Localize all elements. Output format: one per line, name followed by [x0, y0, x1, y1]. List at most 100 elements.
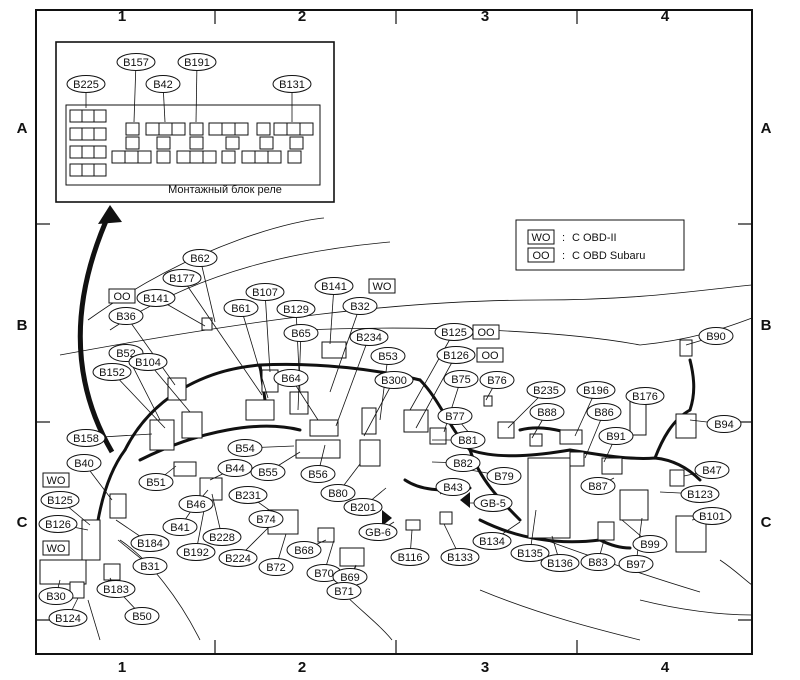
connector-label: B88 [537, 407, 557, 419]
connector-oval [116, 53, 156, 71]
connector-label: B54 [235, 443, 255, 455]
connector-oval [370, 347, 406, 365]
leader-line [195, 61, 198, 123]
col-label-top: 1 [118, 8, 126, 25]
connector-label: B65 [291, 328, 311, 340]
connector-label: B79 [494, 471, 514, 483]
connector-label: B192 [183, 547, 209, 559]
relay-connector-label: B131 [279, 79, 305, 91]
connector-oval [586, 403, 622, 421]
leader-line [329, 285, 335, 345]
connector-oval [138, 473, 174, 491]
connector-oval [320, 484, 356, 502]
connector-label: B183 [103, 584, 129, 596]
variant-tag-box [368, 278, 396, 294]
connector-label: B46 [186, 499, 206, 511]
connector-oval [258, 558, 294, 576]
connector-oval [145, 75, 181, 93]
connector-label: B81 [458, 435, 478, 447]
connector-label: B107 [252, 287, 278, 299]
grid-ticks [36, 10, 752, 654]
connector-label: B141 [143, 293, 169, 305]
connector-oval [580, 553, 616, 571]
variant-tag: WO [47, 475, 66, 487]
relay-block-caption: Монтажный блок реле [168, 184, 282, 196]
connector-label: B55 [258, 467, 278, 479]
connector-oval [92, 363, 132, 381]
connector-label: B51 [146, 477, 166, 489]
arrow-head-icon [98, 205, 122, 224]
connector-label: B136 [547, 558, 573, 570]
connector-oval [248, 510, 284, 528]
connector-label: B184 [137, 538, 163, 550]
variant-tag: WO [47, 543, 66, 555]
connector-oval [342, 297, 378, 315]
variant-tag-box [42, 540, 70, 556]
connector-oval [445, 454, 481, 472]
connector-label: B53 [378, 351, 398, 363]
connector-label: B31 [140, 561, 160, 573]
connector-oval [450, 431, 486, 449]
connector-label: B76 [487, 375, 507, 387]
row-label-right: B [761, 317, 772, 334]
arrow-to-relay-block [77, 210, 115, 454]
connector-oval [108, 307, 144, 325]
col-label-bottom: 3 [481, 659, 489, 676]
connector-label: B177 [169, 273, 195, 285]
legend-code: OO [532, 250, 550, 262]
connector-oval [124, 607, 160, 625]
connector-label: B234 [356, 332, 382, 344]
connector-oval [38, 515, 78, 533]
connector-oval [286, 541, 322, 559]
connector-label: B152 [99, 367, 125, 379]
leader-line [415, 354, 457, 429]
connector-label: B64 [281, 373, 301, 385]
connector-oval [510, 544, 550, 562]
connector-oval [162, 518, 198, 536]
connector-oval [176, 543, 216, 561]
row-label-right: C [761, 514, 772, 531]
connector-label: B61 [231, 303, 251, 315]
leader-line [111, 371, 166, 429]
connector-label: B176 [632, 391, 658, 403]
connector-label: B75 [451, 374, 471, 386]
connector-label: B125 [441, 327, 467, 339]
variant-tag-box [108, 288, 136, 304]
leader-line [264, 291, 271, 373]
connector-oval [40, 491, 80, 509]
legend-desc: С OBD Subaru [572, 250, 645, 262]
connector-oval [48, 609, 88, 627]
connector-oval [177, 53, 217, 71]
connector-label: B40 [74, 458, 94, 470]
variant-tag-box [472, 324, 500, 340]
variant-tag: WO [373, 281, 392, 293]
connector-oval [300, 465, 336, 483]
connector-oval [443, 370, 479, 388]
connector-label: B94 [714, 419, 734, 431]
connector-oval [437, 407, 473, 425]
connector-oval [314, 277, 354, 295]
connector-label: B224 [225, 553, 251, 565]
connector-oval [540, 554, 580, 572]
connector-label: B124 [55, 613, 81, 625]
row-label-right: A [761, 120, 772, 137]
connector-label: B83 [588, 557, 608, 569]
connector-label: B86 [594, 407, 614, 419]
leader-line [329, 305, 361, 393]
connector-oval [529, 403, 565, 421]
variant-tag: OO [113, 291, 131, 303]
connector-oval [136, 289, 176, 307]
connector-label: B44 [225, 463, 245, 475]
connector-oval [526, 381, 566, 399]
connector-oval [66, 75, 106, 93]
connector-oval [390, 548, 430, 566]
connector-oval [374, 371, 414, 389]
connector-label: B201 [350, 502, 376, 514]
col-label-bottom: 2 [298, 659, 306, 676]
connector-oval [182, 249, 218, 267]
leader-line [199, 257, 216, 323]
connector-label: B116 [398, 552, 423, 564]
connector-label: B231 [235, 490, 261, 502]
